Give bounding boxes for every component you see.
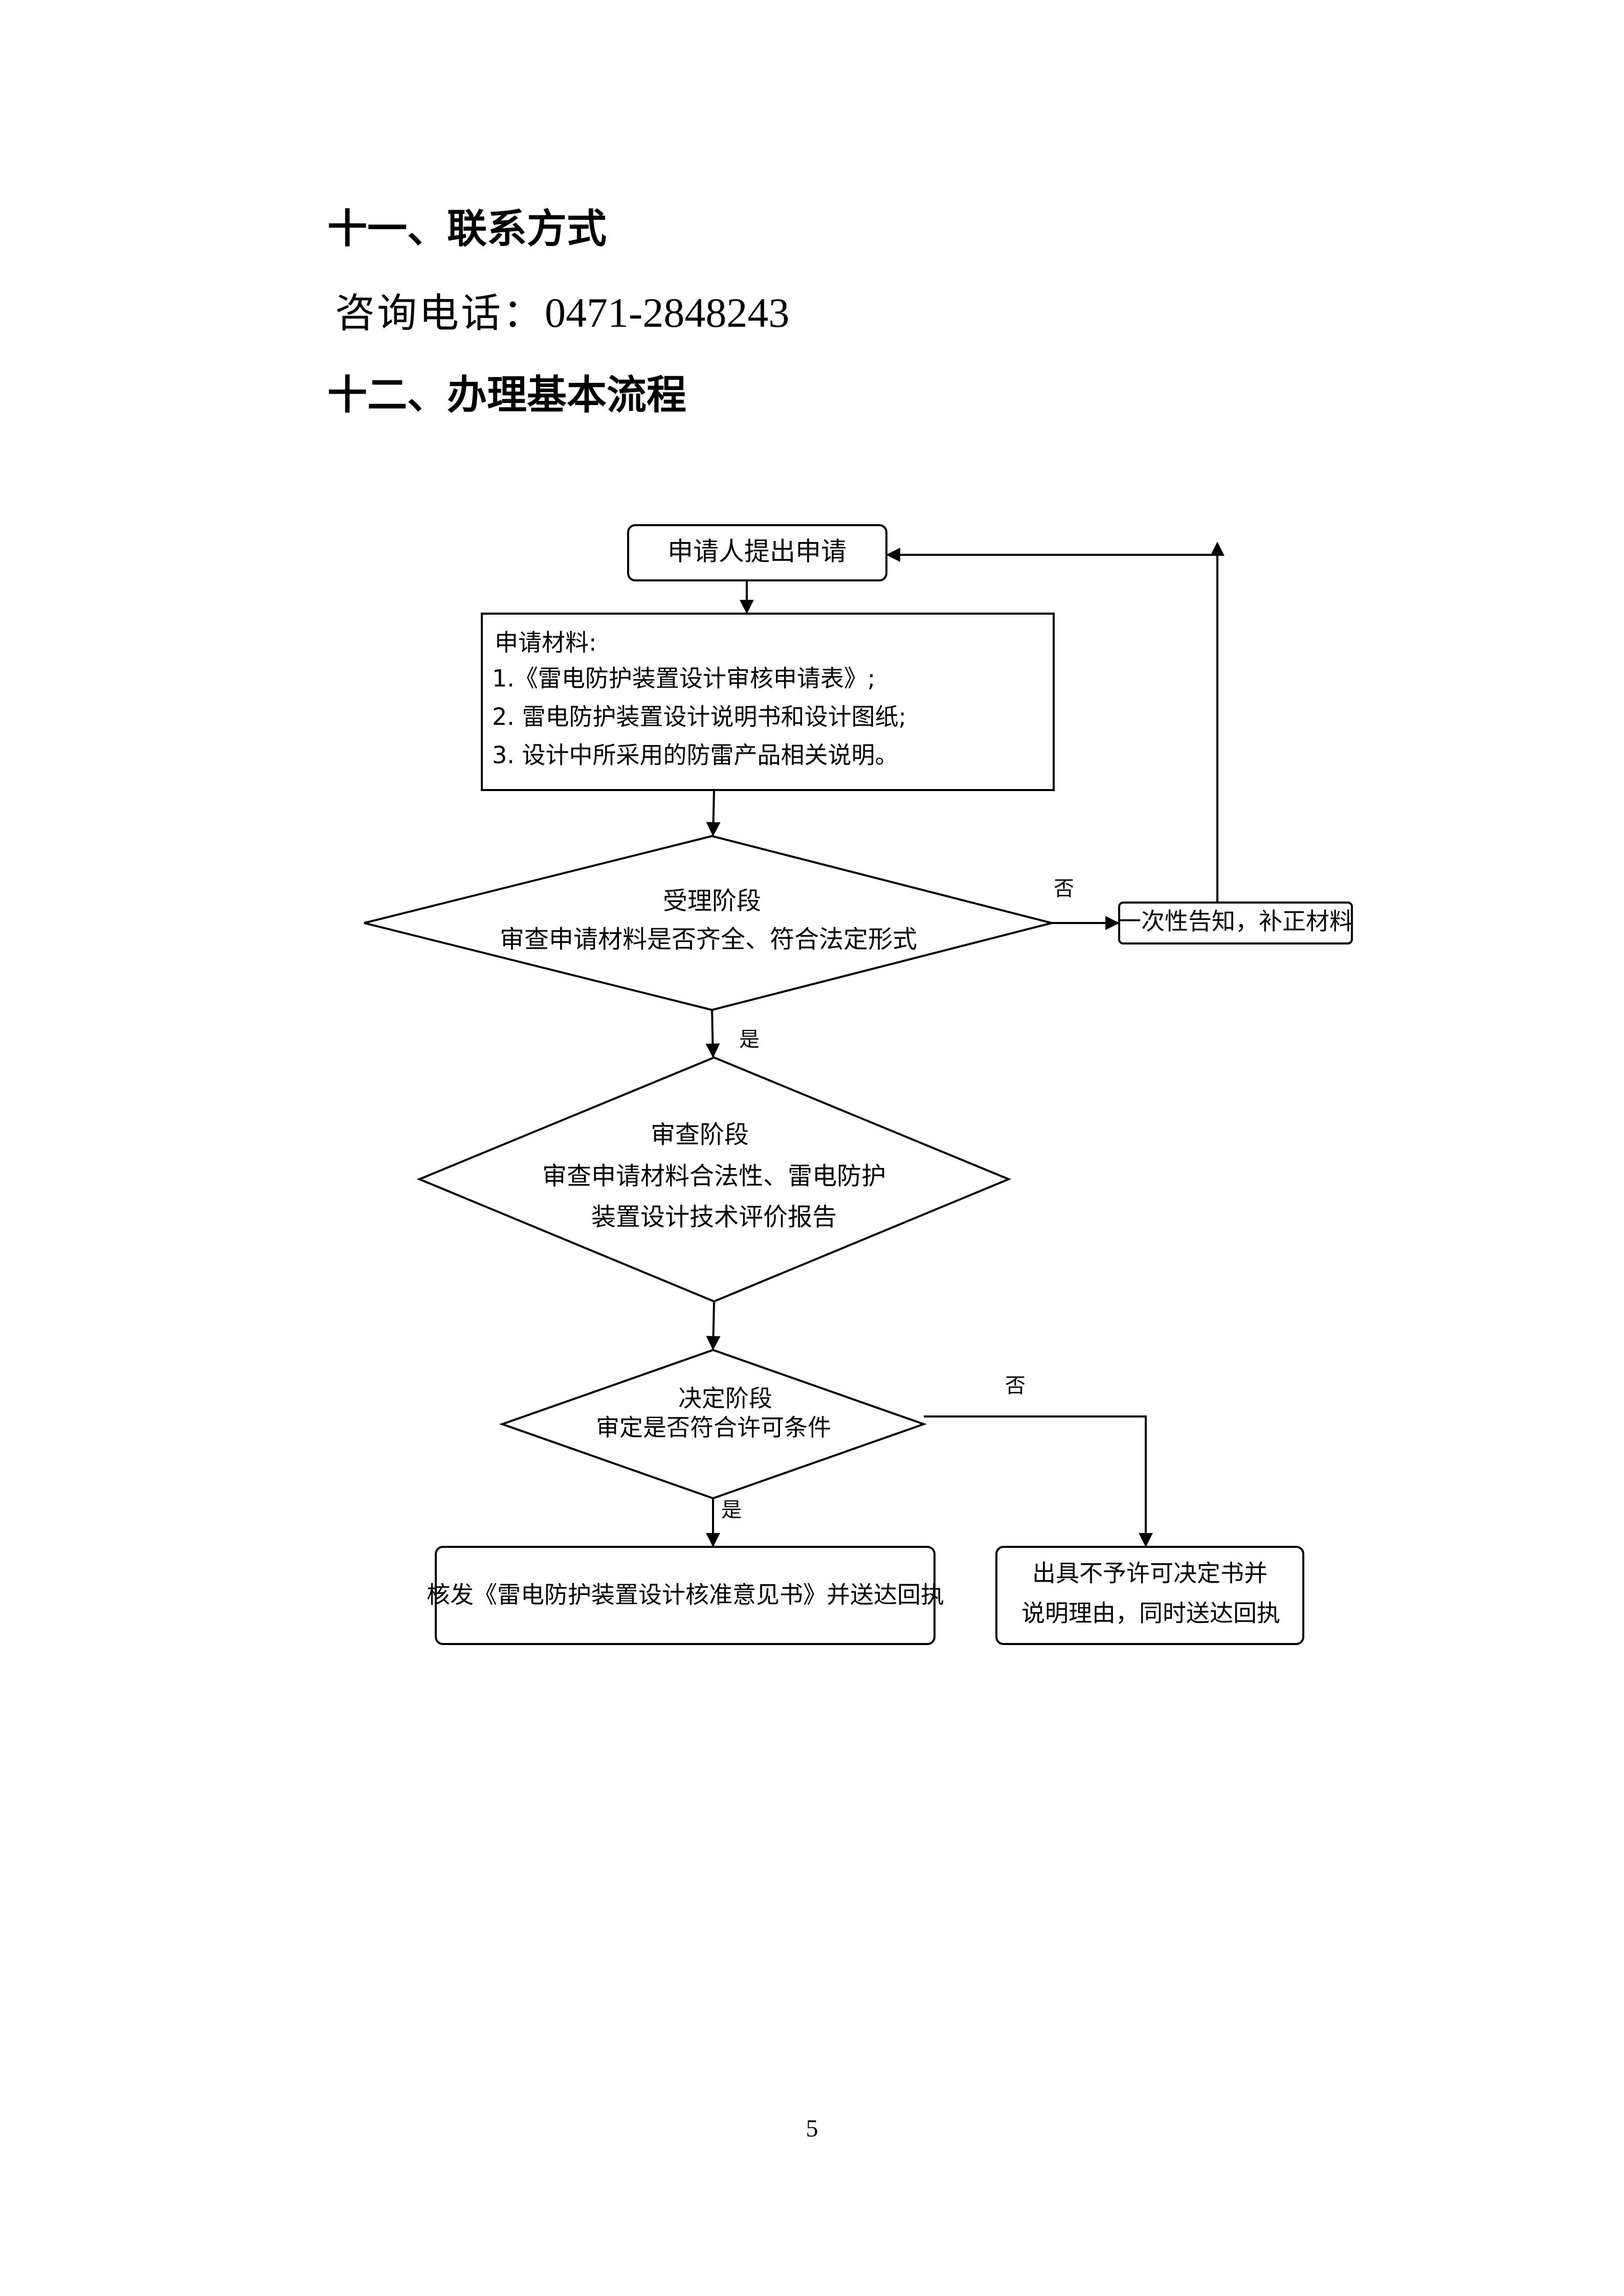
section-11-title: 十一、联系方式 [327,206,607,252]
contact-line: 咨询电话：0471-2848243 [335,281,789,339]
phone-label: 咨询电话： [335,290,545,336]
approve-box [435,1546,936,1645]
yes-label-decision: 是 [721,1498,742,1522]
review-desc-line2: 装置设计技术评价报告 [591,1203,837,1231]
start-label: 申请人提出申请 [668,537,847,567]
acceptance-stage: 受理阶段 [663,887,761,915]
arrow-materials-to-acceptance [706,790,721,837]
arrow-review-to-decision [706,1301,721,1350]
review-desc-line1: 审查申请材料合法性、雷电防护 [542,1162,886,1190]
arrow-decision-to-reject [924,1415,1153,1547]
acceptance-diamond [364,835,1052,1011]
no-label-decision: 否 [1005,1374,1026,1398]
page-number: 5 [806,2115,818,2142]
supplement-label: 一次性告知，补正材料 [1118,908,1353,935]
section-12-title: 十二、办理基本流程 [327,372,687,418]
review-stage: 审查阶段 [651,1120,749,1149]
materials-title: 申请材料: [495,629,597,657]
materials-item-3: 3. 设计中所采用的防雷产品相关说明。 [492,741,899,769]
no-label-acceptance: 否 [1054,877,1074,901]
approve-label: 核发《雷电防护装置设计核准意见书》并送达回执 [427,1581,944,1609]
decision-stage: 决定阶段 [678,1385,772,1412]
acceptance-desc: 审查申请材料是否齐全、符合法定形式 [500,925,917,954]
arrow-acceptance-to-review [705,1009,720,1058]
phone-number: 0471-2848243 [545,289,790,336]
materials-box [481,613,1055,791]
reject-line1: 出具不予许可决定书并 [1032,1560,1267,1587]
materials-item-1: 1.《雷电防护装置设计审核申请表》; [492,665,875,692]
materials-item-2: 2. 雷电防护装置设计说明书和设计图纸; [492,703,906,731]
yes-label-acceptance: 是 [739,1028,760,1051]
decision-desc: 审定是否符合许可条件 [596,1414,831,1442]
reject-line2: 说明理由，同时送达回执 [1021,1600,1280,1627]
